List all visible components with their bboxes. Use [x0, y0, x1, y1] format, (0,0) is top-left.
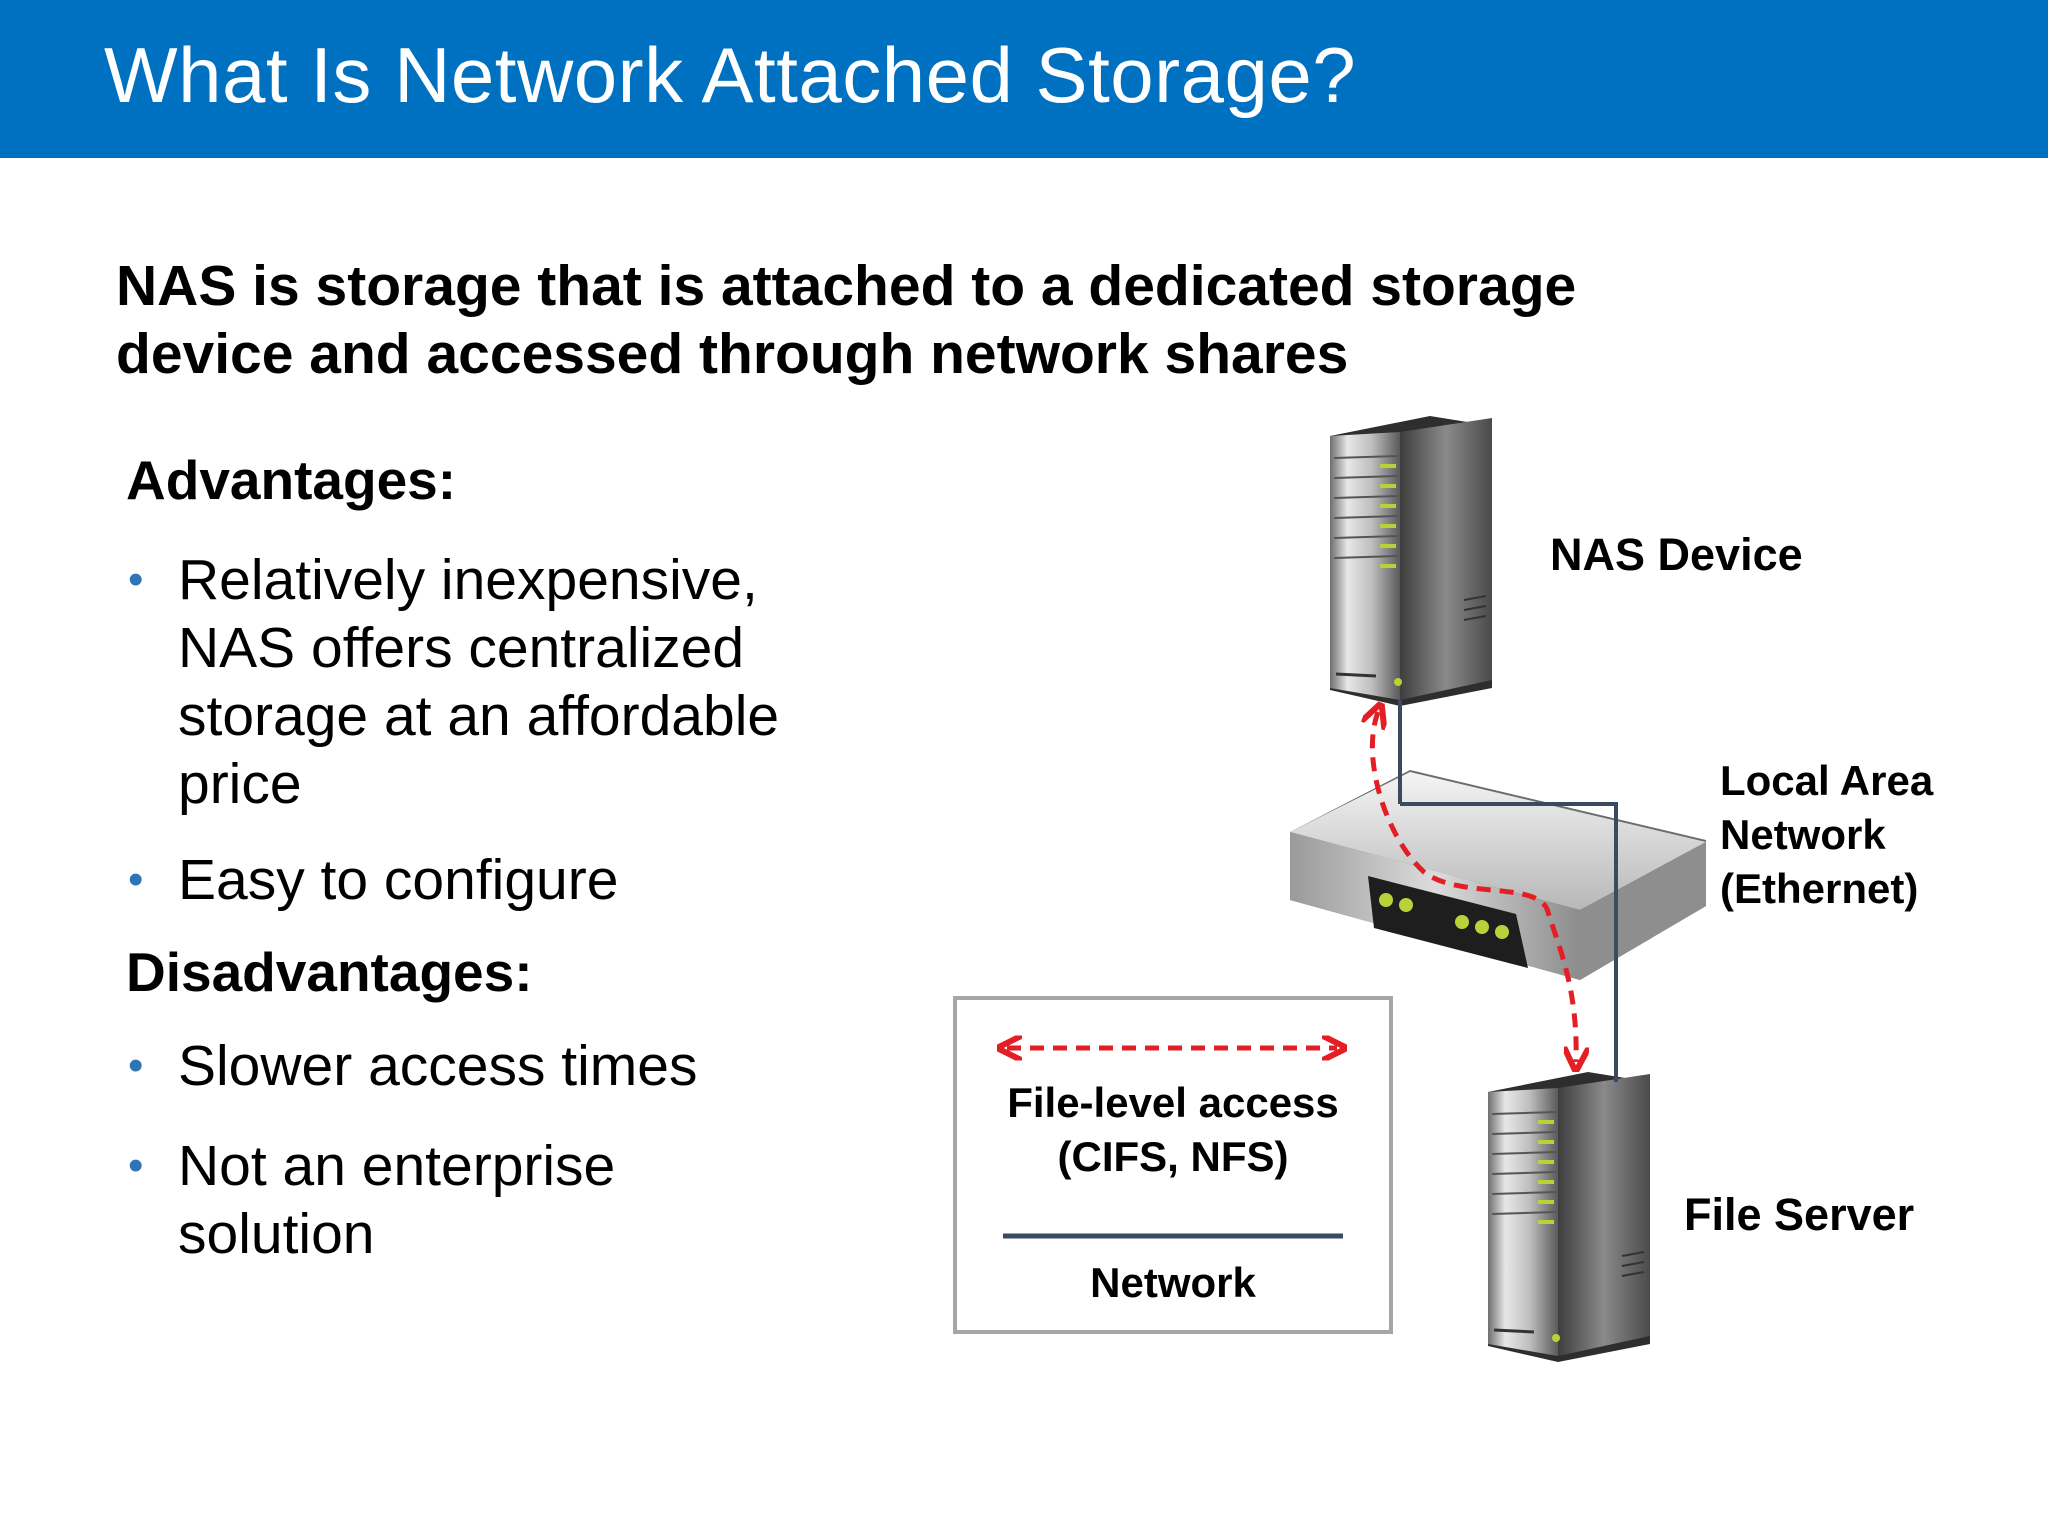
bullet-icon: • [128, 1141, 144, 1190]
legend-network-label: Network [1090, 1259, 1256, 1306]
file-server-label: File Server [1684, 1189, 1915, 1240]
bullet-icon: • [128, 855, 144, 904]
nas-device-label: NAS Device [1550, 529, 1803, 580]
legend-graphics [957, 1000, 1389, 1239]
bullet-icon: • [128, 1041, 144, 1090]
lan-label-line-3: (Ethernet) [1720, 865, 1919, 912]
disadvantage-text: Not an enterprise solution [178, 1134, 616, 1266]
nas-device-icon [1330, 416, 1492, 706]
lead-line-2: device and accessed through network shar… [116, 322, 1349, 386]
bullet-icon: • [128, 555, 144, 604]
advantage-text: Relatively inexpensive, NAS offers centr… [178, 548, 780, 816]
legend-box: File-level access (CIFS, NFS) Network [953, 996, 1393, 1334]
legend-file-access-line-2: (CIFS, NFS) [1057, 1133, 1289, 1180]
lan-label: Local Area Network (Ethernet) [1720, 754, 1933, 916]
advantage-text: Easy to configure [178, 848, 619, 912]
title-bar: What Is Network Attached Storage? [0, 0, 2048, 158]
lead-line-1: NAS is storage that is attached to a ded… [116, 254, 1577, 318]
disadvantages-heading: Disadvantages: [126, 941, 533, 1003]
lead-statement: NAS is storage that is attached to a ded… [116, 252, 1816, 388]
lan-label-line-1: Local Area [1720, 757, 1934, 804]
file-server-icon [1488, 1072, 1650, 1362]
ethernet-switch-icon [1290, 770, 1706, 980]
file-access-path [1372, 712, 1576, 1062]
slide-title: What Is Network Attached Storage? [104, 31, 1357, 119]
legend-file-access-line-1: File-level access [1007, 1079, 1339, 1126]
lan-label-line-2: Network [1720, 811, 1886, 858]
disadvantage-text: Slower access times [178, 1034, 698, 1098]
advantages-heading: Advantages: [126, 449, 457, 511]
